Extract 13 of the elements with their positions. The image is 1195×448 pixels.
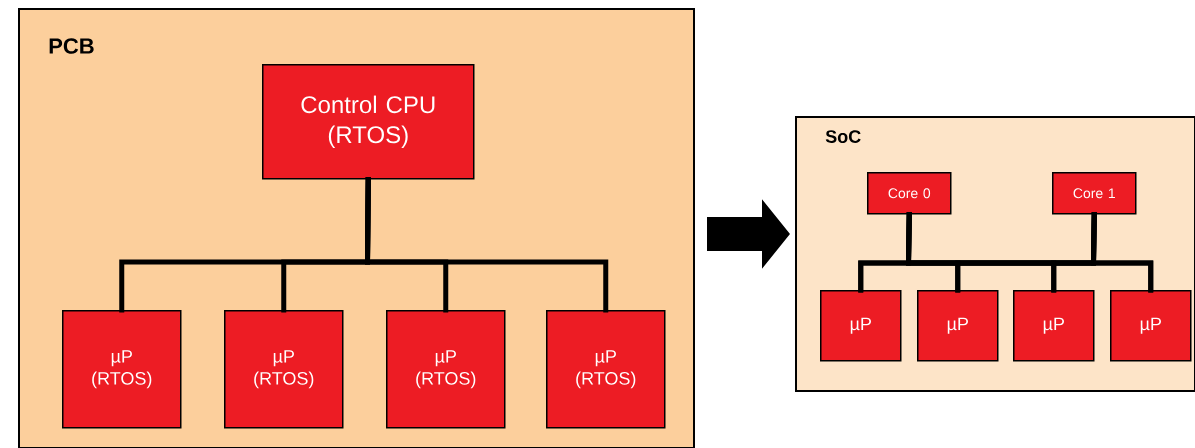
chip-box: Control CPU (RTOS) <box>262 64 475 180</box>
chip-box: µP (RTOS) <box>386 310 506 429</box>
connector-line <box>365 177 609 313</box>
connector-line <box>1090 212 1154 293</box>
chip-box: Core 1 <box>1052 172 1137 215</box>
chip-box: µP (RTOS) <box>224 310 344 429</box>
chip-box: µP (RTOS) <box>62 310 182 429</box>
chip-box: Core 0 <box>867 172 952 215</box>
chip-box: µP (RTOS) <box>546 310 666 429</box>
chip-box: µP <box>820 290 902 362</box>
chip-box: µP <box>917 290 999 362</box>
chip-box: µP <box>1013 290 1095 362</box>
chip-box: µP <box>1110 290 1192 362</box>
